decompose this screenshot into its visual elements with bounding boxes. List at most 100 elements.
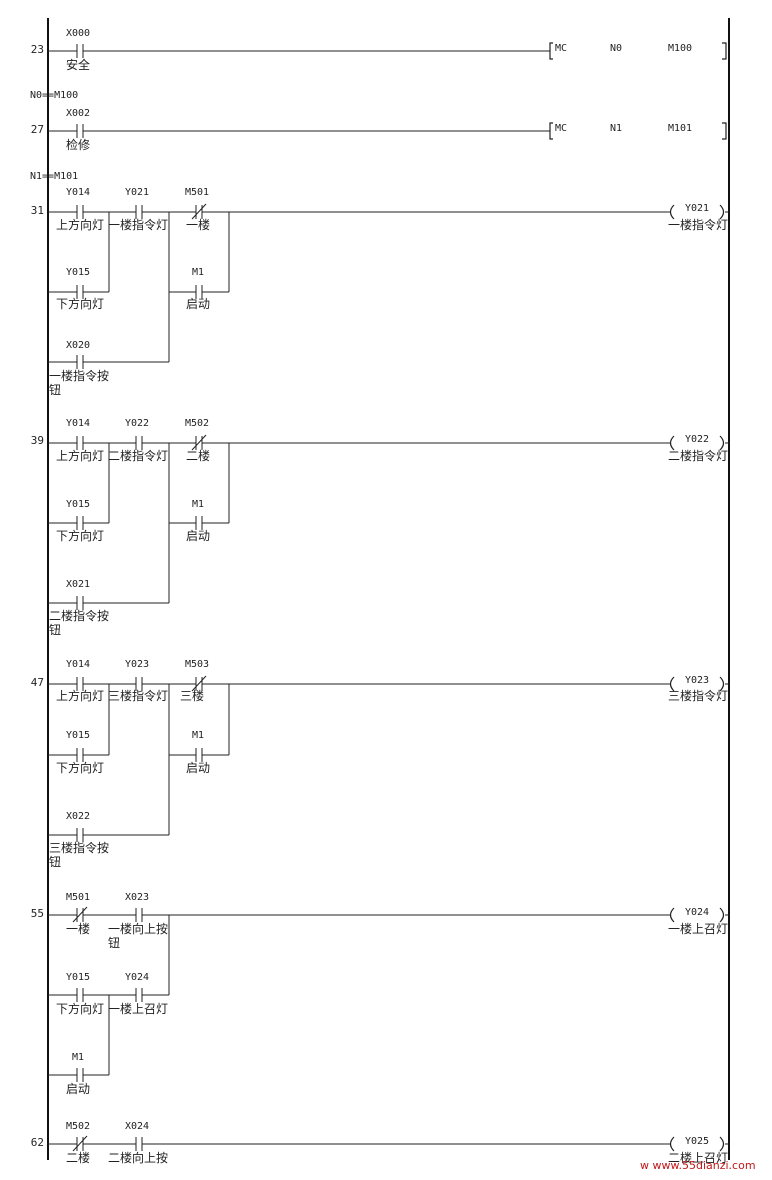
contact-address: M1 (192, 499, 205, 510)
coil-left-arc (669, 435, 675, 451)
step-number: 62 (30, 1136, 44, 1149)
nesting-note: N0==M100 (30, 90, 79, 101)
mc-device: M101 (668, 123, 693, 134)
contact-comment: 二楼指令灯 (108, 449, 169, 463)
coil-address: Y025 (685, 1136, 710, 1147)
contact-comment: 上方向灯 (56, 218, 105, 232)
contact-address: M1 (72, 1052, 85, 1063)
mc-open-bracket (549, 42, 553, 60)
coil-comment: 一楼指令灯 (668, 218, 729, 232)
contact-comment: 检修 (66, 138, 91, 152)
contact-comment: 三楼 (180, 689, 205, 703)
mc-close-bracket (722, 42, 727, 60)
coil-left-arc (669, 676, 675, 692)
contact-comment: 上方向灯 (56, 689, 105, 703)
contact-comment: 启动 (66, 1082, 91, 1096)
coil-address: Y021 (685, 203, 710, 214)
contact-address: Y014 (66, 659, 91, 670)
step-number: 39 (30, 434, 44, 447)
contact-comment: 一楼上召灯 (108, 1002, 169, 1016)
contact-address: M1 (192, 267, 205, 278)
contact-comment: 安全 (66, 58, 91, 72)
contact-address: Y015 (66, 972, 91, 983)
contact-address: M503 (185, 659, 210, 670)
nc-contact-slash (191, 434, 207, 451)
contact-address: Y015 (66, 730, 91, 741)
contact-address: M1 (192, 730, 205, 741)
contact-address: Y024 (125, 972, 150, 983)
contact-comment-wrap: 钮 (49, 855, 62, 869)
nesting-level: N0 (610, 43, 623, 54)
coil-comment: 三楼指令灯 (668, 689, 729, 703)
step-number: 31 (30, 204, 44, 217)
nc-contact-slash (191, 675, 207, 692)
contact-address: X024 (125, 1121, 150, 1132)
nc-contact-slash (191, 203, 207, 220)
contact-comment: 三楼指令按 (49, 841, 110, 855)
contact-comment: 二楼向上按 (108, 1151, 169, 1165)
contact-comment: 二楼 (66, 1151, 91, 1165)
contact-comment: 一楼 (66, 922, 91, 936)
contact-comment: 上方向灯 (56, 449, 105, 463)
contact-address: Y015 (66, 267, 91, 278)
nesting-level: N1 (610, 123, 623, 134)
contact-comment-wrap: 钮 (49, 383, 62, 397)
contact-comment: 二楼 (186, 449, 211, 463)
contact-comment: 三楼指令灯 (108, 689, 169, 703)
contact-comment-wrap: 钮 (108, 936, 121, 950)
contact-address: X022 (66, 811, 91, 822)
contact-address: Y023 (125, 659, 150, 670)
contact-address: Y015 (66, 499, 91, 510)
contact-address: Y014 (66, 187, 91, 198)
contact-address: X020 (66, 340, 91, 351)
contact-comment: 一楼指令灯 (108, 218, 169, 232)
contact-address: M502 (185, 418, 210, 429)
contact-comment: 下方向灯 (56, 297, 105, 311)
coil-right-arc (719, 204, 725, 220)
coil-address: Y022 (685, 434, 710, 445)
mc-device: M100 (668, 43, 693, 54)
step-number: 47 (30, 676, 44, 689)
contact-comment: 下方向灯 (56, 1002, 105, 1016)
mc-close-bracket (722, 122, 727, 140)
contact-comment: 启动 (186, 529, 211, 543)
step-number: 27 (30, 123, 44, 136)
contact-comment: 一楼向上按 (108, 922, 169, 936)
nc-contact-slash (72, 906, 88, 923)
contact-address: X023 (125, 892, 150, 903)
watermark: w www.55dianzi.com (640, 1159, 756, 1172)
contact-address: X021 (66, 579, 91, 590)
coil-comment: 二楼指令灯 (668, 449, 729, 463)
coil-right-arc (719, 1136, 725, 1152)
coil-right-arc (719, 676, 725, 692)
contact-address: M502 (66, 1121, 91, 1132)
coil-left-arc (669, 204, 675, 220)
step-number: 55 (30, 907, 44, 920)
contact-comment: 一楼指令按 (49, 369, 110, 383)
contact-comment-wrap: 钮 (49, 623, 62, 637)
coil-right-arc (719, 907, 725, 923)
mc-open-bracket (549, 122, 553, 140)
step-number: 23 (30, 43, 44, 56)
coil-right-arc (719, 435, 725, 451)
contact-comment: 一楼 (186, 218, 211, 232)
instruction-mnemonic: MC (555, 123, 568, 134)
coil-left-arc (669, 1136, 675, 1152)
coil-comment: 一楼上召灯 (668, 922, 729, 936)
nc-contact-slash (72, 1135, 88, 1152)
coil-left-arc (669, 907, 675, 923)
contact-address: Y022 (125, 418, 150, 429)
contact-address: X000 (66, 28, 91, 39)
contact-comment: 启动 (186, 761, 211, 775)
coil-address: Y023 (685, 675, 710, 686)
instruction-mnemonic: MC (555, 43, 568, 54)
contact-comment: 二楼指令按 (49, 609, 110, 623)
contact-comment: 启动 (186, 297, 211, 311)
contact-comment: 下方向灯 (56, 761, 105, 775)
contact-address: M501 (185, 187, 210, 198)
contact-address: M501 (66, 892, 91, 903)
contact-address: Y014 (66, 418, 91, 429)
coil-comment: 二楼上召灯 (668, 1151, 729, 1165)
nesting-note: N1==M101 (30, 171, 79, 182)
